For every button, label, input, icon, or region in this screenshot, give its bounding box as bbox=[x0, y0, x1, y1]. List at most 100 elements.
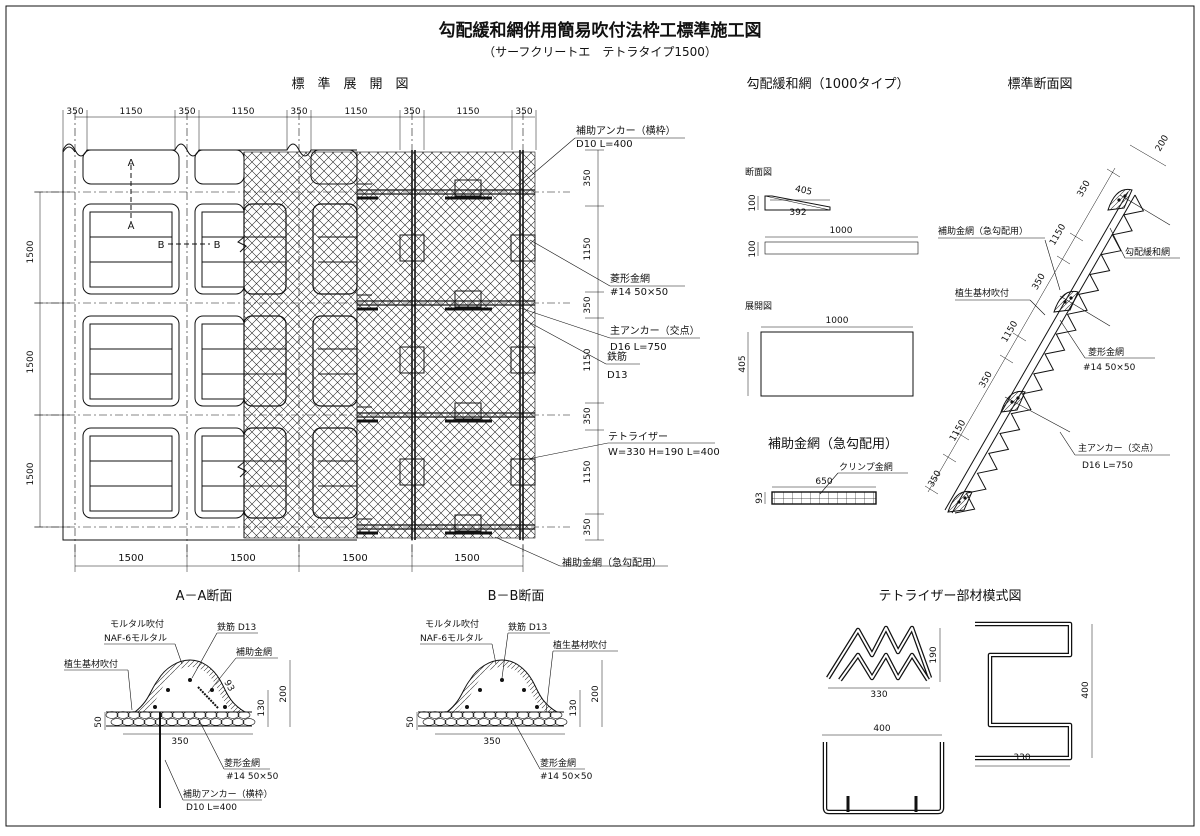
bb-dim-50: 50 bbox=[406, 716, 416, 728]
tetra-title: テトライザー部材模式図 bbox=[878, 589, 1021, 604]
bb-dim-200: 200 bbox=[591, 685, 601, 702]
callout-mesh-spec: #14 50×50 bbox=[610, 287, 668, 298]
bb-mesh: 菱形金網 bbox=[540, 757, 576, 769]
bb-naf: NAF-6モルタル bbox=[420, 633, 483, 644]
tetra-dim-400b: 400 bbox=[1081, 681, 1091, 698]
section-slope-dim-7: 350 bbox=[927, 469, 944, 489]
plan-top-dimensions: 3501150350115035011503501150350350 bbox=[66, 107, 532, 117]
bb-mesh-spec: #14 50×50 bbox=[540, 772, 593, 782]
plan-top-dim-6: 1150 bbox=[345, 107, 368, 117]
aux-dim-650: 650 bbox=[815, 477, 832, 487]
callout-tetra-spec: W=330 H=190 L=400 bbox=[608, 447, 720, 458]
mark-b-left: B bbox=[158, 240, 165, 251]
plan-bottom-dim-3: 1500 bbox=[342, 553, 367, 564]
aa-mortar: モルタル吹付 bbox=[110, 618, 164, 630]
plan-left-dim-1: 1500 bbox=[26, 240, 36, 263]
aa-mesh-spec: #14 50×50 bbox=[226, 772, 279, 782]
callout-rebar: 鉄筋 bbox=[607, 350, 627, 363]
callout-main-anchor: 主アンカー（交点） bbox=[610, 324, 700, 337]
aa-dim-93: 93 bbox=[221, 679, 235, 694]
plan-left-dim-2: 1500 bbox=[26, 350, 36, 373]
plan-top-dim-4: 1150 bbox=[232, 107, 255, 117]
bb-dim-130: 130 bbox=[569, 699, 579, 716]
section-slope-dim-1: 350 bbox=[1076, 179, 1093, 199]
tetra-dim-330a: 330 bbox=[870, 690, 887, 700]
plan-right-dim-2: 1150 bbox=[583, 237, 593, 260]
aa-naf: NAF-6モルタル bbox=[104, 633, 167, 644]
section-slope-dim-4: 1150 bbox=[1000, 319, 1020, 344]
bb-section: B－B断面 50 350 130 200 モルタル吹付 NAF-6モルタル 鉄筋… bbox=[406, 589, 618, 782]
gentle-dim-100b: 100 bbox=[748, 240, 758, 257]
plan-mesh-right bbox=[357, 152, 535, 538]
section-mesh-label: 菱形金網 bbox=[1088, 346, 1124, 358]
mark-b-right: B bbox=[214, 240, 221, 251]
section-dim-200: 200 bbox=[1154, 133, 1171, 153]
plan-tetraizer-blocks bbox=[357, 179, 536, 535]
plan-bottom-dim-2: 1500 bbox=[230, 553, 255, 564]
section-main-anchor-label: 主アンカー（交点） bbox=[1078, 442, 1159, 454]
gentle-plan-label: 展開図 bbox=[745, 301, 772, 312]
aa-section: A－A断面 50 350 130 200 93 モルタル吹付 NAF-6モルタル… bbox=[64, 589, 291, 813]
plan-right-dim-1: 350 bbox=[583, 169, 593, 186]
gentle-dim-1000a: 1000 bbox=[830, 226, 853, 236]
mark-a-top: A bbox=[128, 158, 135, 169]
gentle-dim-405: 405 bbox=[794, 184, 813, 197]
gentle-net-view: 勾配緩和網（1000タイプ） 断面図 405 392 100 1000 100 … bbox=[738, 77, 919, 397]
gentle-title: 勾配緩和網（1000タイプ） bbox=[746, 77, 909, 92]
callout-anchor-h: 補助アンカー（横枠） bbox=[576, 124, 676, 137]
callout-tetra: テトライザー bbox=[608, 431, 668, 443]
callout-rebar-spec: D13 bbox=[607, 370, 627, 381]
drawing-subtitle: （サーフクリートエ テトラタイプ1500） bbox=[483, 45, 717, 59]
gentle-dim-100a: 100 bbox=[748, 194, 758, 211]
aux-dim-93: 93 bbox=[755, 492, 765, 503]
bb-mortar: モルタル吹付 bbox=[425, 618, 479, 630]
aux-clip-label: クリンプ金網 bbox=[839, 461, 893, 473]
aa-anchor: 補助アンカー（横枠） bbox=[183, 788, 273, 800]
aa-plant: 植生基材吹付 bbox=[64, 658, 118, 670]
plan-bottom-dim-1: 1500 bbox=[118, 553, 143, 564]
section-slope-dim-5: 350 bbox=[978, 370, 995, 390]
plan-mesh-left bbox=[244, 152, 357, 538]
plan-windows bbox=[82, 149, 358, 519]
plan-top-dim-9: 1150 bbox=[457, 107, 480, 117]
aa-mesh: 菱形金網 bbox=[224, 757, 260, 769]
mark-a-bottom: A bbox=[128, 221, 135, 232]
tetra-dim-330b: 330 bbox=[1013, 753, 1030, 763]
section-slope-dim-6: 1150 bbox=[948, 418, 968, 443]
aa-dim-130: 130 bbox=[257, 699, 267, 716]
plan-right-dim-3: 350 bbox=[583, 296, 593, 313]
bb-dim-350: 350 bbox=[483, 737, 500, 747]
section-aux-label: 補助金網（急勾配用） bbox=[938, 225, 1028, 237]
sheet-border bbox=[5, 5, 1195, 827]
bb-title: B－B断面 bbox=[488, 589, 545, 604]
plan-bottom-dim-4: 1500 bbox=[454, 553, 479, 564]
tetra-dim-190: 190 bbox=[929, 646, 939, 663]
gentle-dim-405b: 405 bbox=[738, 355, 748, 372]
section-mesh-spec: #14 50×50 bbox=[1083, 363, 1136, 373]
aa-aux: 補助金網 bbox=[236, 646, 272, 658]
aa-dim-350: 350 bbox=[171, 737, 188, 747]
callout-main-anchor-spec: D16 L=750 bbox=[610, 342, 667, 353]
gentle-dim-392: 392 bbox=[789, 208, 806, 218]
bb-rebar: 鉄筋 D13 bbox=[508, 621, 547, 633]
gentle-dim-1000b: 1000 bbox=[826, 316, 849, 326]
plan-top-dim-2: 1150 bbox=[120, 107, 143, 117]
aa-dim-50: 50 bbox=[94, 716, 104, 728]
aux-mesh-view: 補助金網（急勾配用） クリンプ金網 650 93 bbox=[755, 436, 908, 505]
callout-aux-mesh: 補助金網（急勾配用） bbox=[562, 556, 662, 569]
plan-title: 標 準 展 開 図 bbox=[291, 76, 408, 92]
gentle-section-label: 断面図 bbox=[745, 166, 772, 178]
section-main-anchor-spec: D16 L=750 bbox=[1082, 461, 1133, 471]
aa-dim-200: 200 bbox=[279, 685, 289, 702]
tetra-dim-400a: 400 bbox=[873, 724, 890, 734]
aa-anchor-spec: D10 L=400 bbox=[186, 803, 237, 813]
plan-right-dim-4: 1150 bbox=[583, 348, 593, 371]
section-gentle-label: 勾配緩和網 bbox=[1125, 246, 1170, 258]
section-slope-dim-2: 1150 bbox=[1048, 222, 1068, 247]
plan-right-dim-6: 1150 bbox=[583, 460, 593, 483]
plan-right-dim-7: 350 bbox=[583, 518, 593, 535]
